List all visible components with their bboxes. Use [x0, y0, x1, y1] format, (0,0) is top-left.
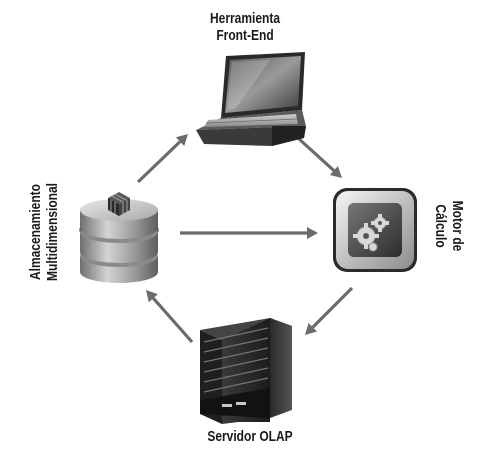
arrow-frontend-to-motor: [296, 136, 335, 172]
olap-label: Servidor OLAP: [207, 428, 293, 445]
edge-group: [136, 134, 354, 344]
arrow-olap-to-almacen: [152, 297, 194, 344]
node-label-almacen: Almacenamiento Multidimensional: [27, 172, 67, 292]
node-label-frontend: Herramienta Front-End: [185, 10, 305, 44]
node-label-motor: Motor de Cálculo: [426, 186, 466, 266]
node-label-olap: Servidor OLAP: [178, 428, 322, 445]
server-icon: [200, 318, 292, 424]
almacen-label-line2: Multidimensional: [44, 183, 61, 282]
arrowhead-almacen-to-motor: [307, 227, 318, 239]
database-cube-icon: [79, 192, 159, 283]
motor-label-line2: Cálculo: [432, 204, 449, 248]
almacen-label-line1: Almacenamiento: [27, 183, 44, 281]
motor-label-line1: Motor de: [449, 200, 466, 252]
arrowhead-frontend-to-motor: [329, 166, 342, 178]
arrowhead-olap-to-almacen: [146, 290, 158, 303]
gears-icon: [333, 188, 417, 272]
frontend-label-line2: Front-End: [216, 27, 274, 44]
arrow-almacen-to-frontend: [136, 140, 182, 184]
arrowhead-motor-to-olap: [305, 322, 318, 335]
frontend-label-line1: Herramienta: [209, 10, 281, 27]
laptop-icon: [196, 52, 306, 146]
arrow-motor-to-olap: [311, 286, 354, 329]
arrowhead-almacen-to-frontend: [175, 134, 188, 146]
